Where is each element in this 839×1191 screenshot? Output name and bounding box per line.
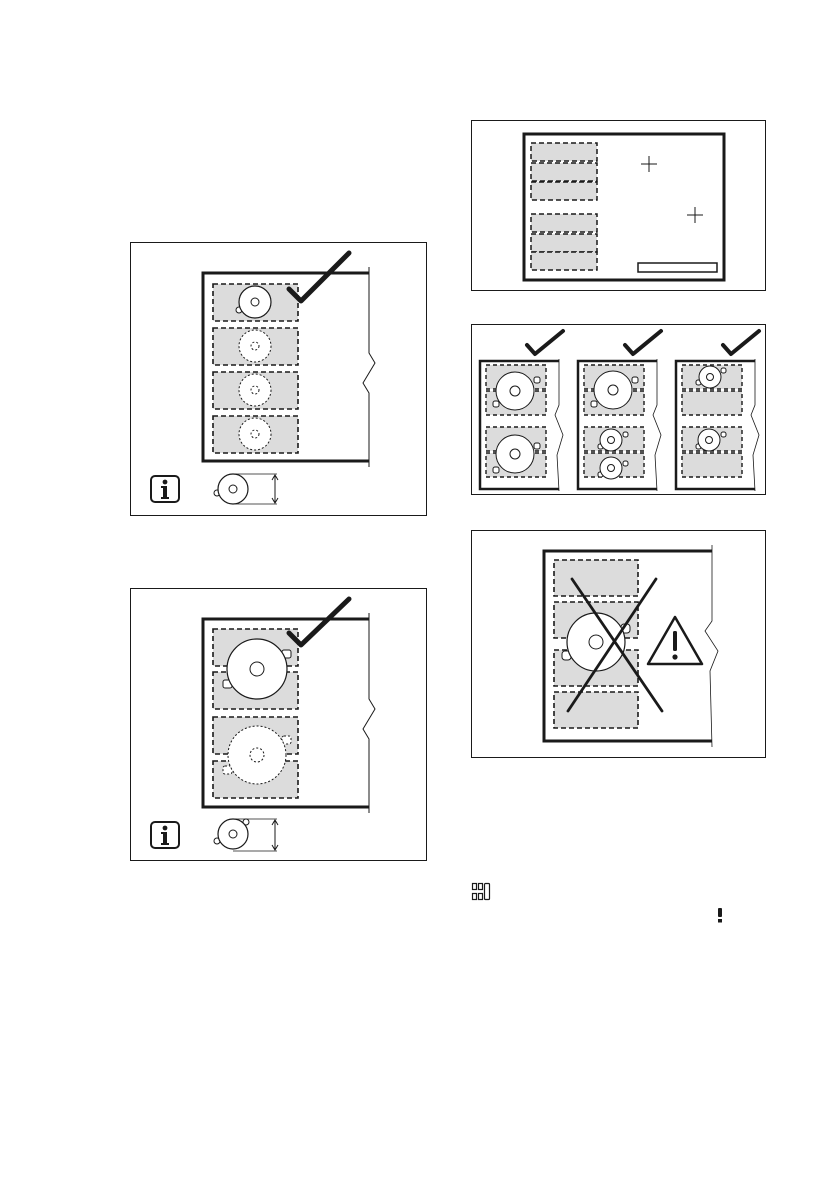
- figure-single-zones-small-pots: [130, 242, 427, 516]
- warning-icon: [648, 617, 702, 664]
- control-panel-bar: [638, 263, 717, 272]
- cooking-zone: [554, 560, 638, 596]
- figure-incorrect-placement: [471, 530, 766, 758]
- pot-diameter-icon: [214, 819, 278, 851]
- pot-outline-dashed-icon: [239, 330, 271, 450]
- figure-bridge-large-pot: [130, 588, 427, 861]
- cooking-zone: [531, 234, 597, 252]
- cooking-zone: [531, 182, 597, 200]
- figure-hob-layout-top-view: [471, 120, 766, 291]
- cooking-zone: [531, 252, 597, 270]
- cooking-zone: [531, 214, 597, 232]
- figure-2-drawing: [131, 589, 428, 862]
- figure-5-drawing: [472, 531, 767, 759]
- figure-3-drawing: [472, 121, 767, 292]
- info-icon: [151, 476, 179, 502]
- placement-panel-b: [578, 331, 661, 491]
- placement-panel-a: [480, 331, 563, 491]
- info-icon: [151, 822, 179, 848]
- check-icon: [527, 331, 563, 354]
- figure-three-correct-placements: [471, 324, 766, 495]
- cooking-zone: [554, 692, 638, 728]
- zone-grid-icon: [471, 882, 493, 904]
- check-icon: [723, 331, 759, 354]
- figure-4-drawing: [472, 325, 767, 496]
- cooking-zone: [531, 163, 597, 181]
- placement-panel-c: [676, 331, 759, 491]
- cooking-zone: [531, 143, 597, 161]
- pot-diameter-icon: [214, 474, 278, 504]
- figure-1-drawing: [131, 243, 428, 517]
- exclamation-icon: [716, 907, 724, 923]
- check-icon: [625, 331, 661, 354]
